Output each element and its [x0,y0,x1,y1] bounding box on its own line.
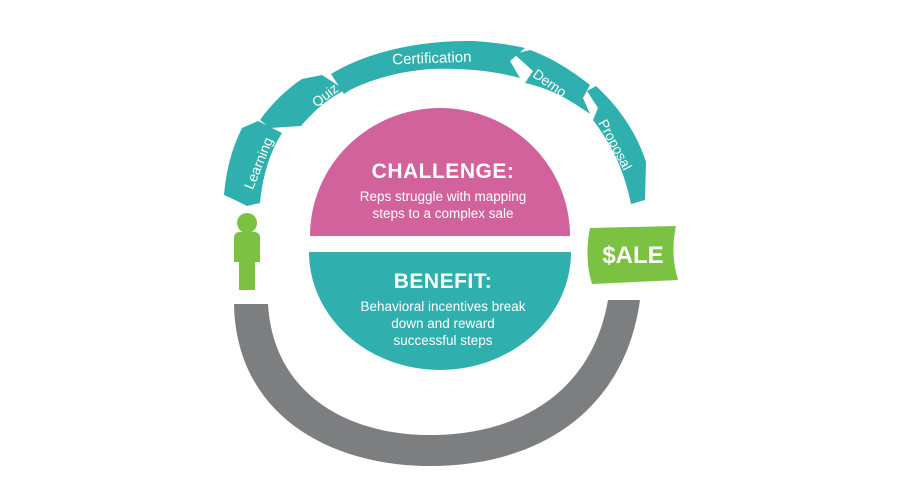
challenge-description: Reps struggle with mapping steps to a co… [318,188,568,222]
challenge-line: Reps struggle with mapping [359,189,527,204]
benefit-line: down and reward [391,316,495,331]
benefit-title: BENEFIT: [393,270,493,293]
step-label-certification: Certification [392,49,472,69]
sale-flag-label: $ALE [602,242,663,269]
challenge-title: CHALLENGE: [371,160,515,183]
challenge-line: steps to a complex sale [372,206,514,221]
benefit-text: BENEFIT: Behavioral incentives break dow… [318,270,568,349]
benefit-description: Behavioral incentives break down and rew… [318,298,568,349]
process-segment-learning [224,121,282,206]
person-icon [234,213,260,290]
sale-flag: $ALE [587,226,678,284]
process-segment-certification [331,40,525,94]
process-segment-proposal [587,86,646,204]
benefit-panel [309,252,571,370]
sale-flag-shape [587,226,678,284]
benefit-line: Behavioral incentives break [360,299,526,314]
incentive-band [234,300,640,466]
process-segment-quiz [260,75,345,128]
benefit-line: successful steps [393,333,493,348]
process-segment-demo [514,50,590,114]
challenge-text: CHALLENGE: Reps struggle with mapping st… [318,160,568,222]
challenge-panel [310,108,570,236]
